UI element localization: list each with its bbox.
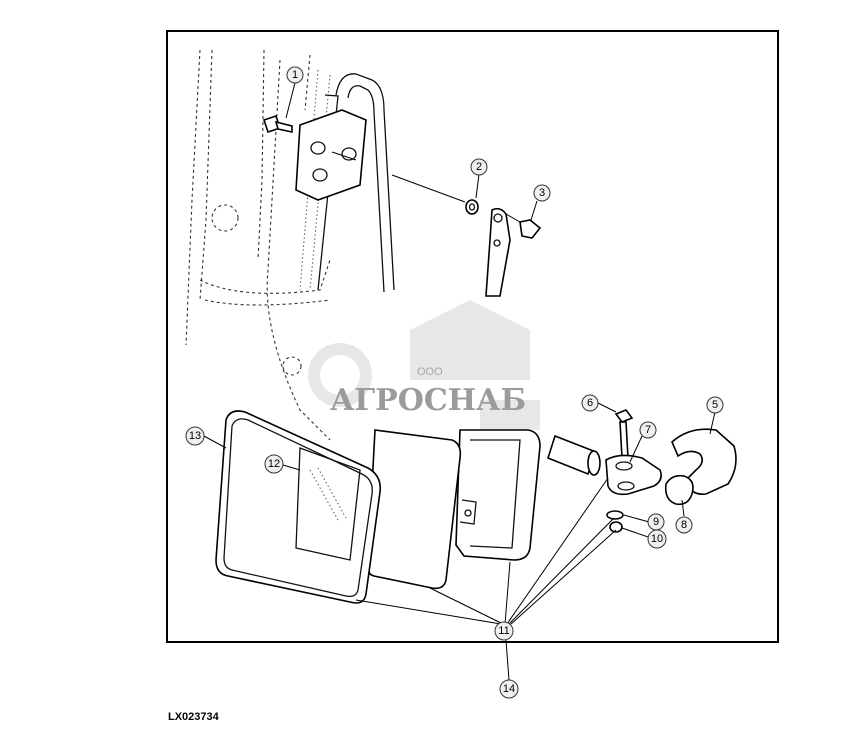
callout-3-label: 3 bbox=[539, 187, 545, 199]
callout-10-label: 10 bbox=[651, 533, 663, 545]
diagram-frame bbox=[166, 30, 779, 643]
callout-6: 6 bbox=[581, 394, 599, 412]
cab-structure bbox=[185, 49, 331, 441]
callout-9: 9 bbox=[647, 513, 665, 531]
mirror-arm bbox=[391, 174, 542, 297]
callout-5-label: 5 bbox=[712, 399, 718, 411]
callout-1-label: 1 bbox=[292, 69, 298, 81]
callout-11: 11 bbox=[494, 621, 514, 641]
mirror-glass bbox=[215, 410, 382, 604]
callout-7: 7 bbox=[639, 421, 657, 439]
cab-handle-bracket bbox=[295, 73, 395, 293]
leader-lines bbox=[203, 82, 716, 681]
watermark-logo: ООО АГРОСНАБ bbox=[308, 300, 540, 430]
callout-2-label: 2 bbox=[476, 161, 482, 173]
callout-6-label: 6 bbox=[587, 397, 593, 409]
callout-11-label: 11 bbox=[498, 625, 509, 637]
callout-14-label: 14 bbox=[503, 683, 515, 695]
callout-3: 3 bbox=[533, 184, 551, 202]
callout-14: 14 bbox=[499, 679, 519, 699]
watermark-brand-text: АГРОСНАБ bbox=[330, 383, 526, 418]
pivot-assembly bbox=[547, 409, 737, 533]
callout-13-label: 13 bbox=[189, 430, 201, 442]
callout-7-label: 7 bbox=[645, 424, 651, 436]
callout-5: 5 bbox=[706, 396, 724, 414]
mirror-housing-back bbox=[455, 429, 541, 561]
callout-8: 8 bbox=[675, 516, 693, 534]
callout-1: 1 bbox=[286, 66, 304, 84]
watermark-small-text: ООО bbox=[417, 366, 443, 378]
callout-13: 13 bbox=[185, 426, 205, 446]
callout-12-label: 12 bbox=[268, 458, 280, 470]
callout-2: 2 bbox=[470, 158, 488, 176]
figure-id: LX023734 bbox=[168, 711, 219, 723]
callout-8-label: 8 bbox=[681, 519, 687, 531]
callout-10: 10 bbox=[647, 529, 667, 549]
callout-9-label: 9 bbox=[653, 516, 659, 528]
bolt-part-1 bbox=[262, 114, 293, 134]
callout-12: 12 bbox=[264, 454, 284, 474]
